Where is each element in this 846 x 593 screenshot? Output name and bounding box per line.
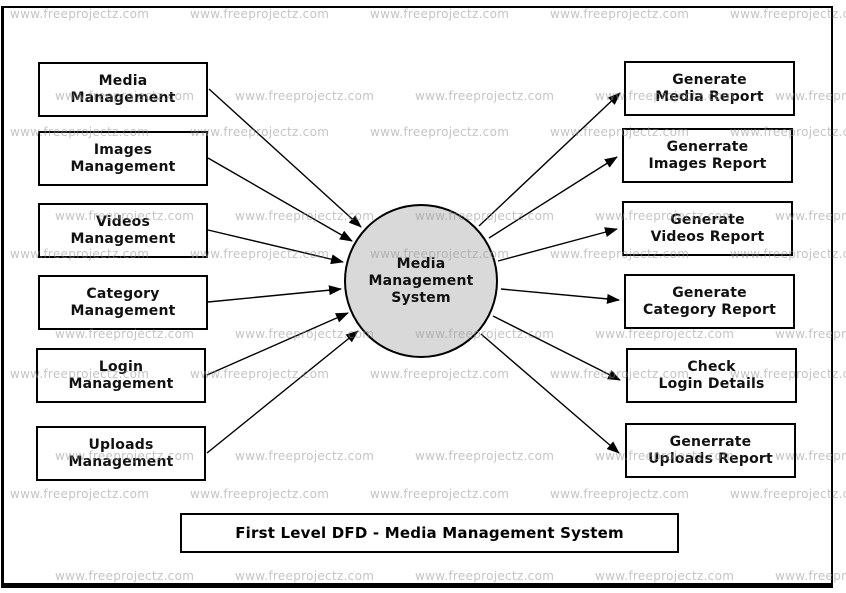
- entity-label: Generate Videos Report: [650, 211, 765, 245]
- entity-uploads-management: Uploads Management: [36, 426, 206, 481]
- entity-label: Media Management: [70, 72, 176, 106]
- entity-images-management: Images Management: [38, 131, 208, 186]
- entity-label: Check Login Details: [658, 358, 765, 392]
- diagram-border-frame: [1, 6, 833, 588]
- entity-label: Category Management: [70, 285, 176, 319]
- entity-videos-management: Videos Management: [38, 203, 208, 258]
- entity-label: Generrate Uploads Report: [648, 433, 773, 467]
- entity-label: Generate Category Report: [643, 284, 776, 318]
- diagram-title-box: First Level DFD - Media Management Syste…: [180, 513, 679, 553]
- diagram-title: First Level DFD - Media Management Syste…: [235, 524, 624, 542]
- entity-label: Uploads Management: [68, 436, 174, 470]
- entity-generrate-uploads-report: Generrate Uploads Report: [625, 423, 796, 478]
- process-label: Media Management System: [368, 255, 474, 306]
- entity-label: Generate Media Report: [655, 71, 764, 105]
- entity-label: Generrate Images Report: [648, 138, 767, 172]
- entity-label: Videos Management: [70, 213, 176, 247]
- process-media-management-system: Media Management System: [344, 204, 498, 358]
- entity-label: Login Management: [68, 358, 174, 392]
- entity-generate-media-report: Generate Media Report: [624, 61, 795, 116]
- entity-login-management: Login Management: [36, 348, 206, 403]
- entity-check-login-details: Check Login Details: [626, 348, 797, 403]
- entity-media-management: Media Management: [38, 62, 208, 117]
- entity-label: Images Management: [70, 141, 176, 175]
- entity-generate-category-report: Generate Category Report: [624, 274, 795, 329]
- entity-generate-videos-report: Generate Videos Report: [622, 201, 793, 256]
- entity-generrate-images-report: Generrate Images Report: [622, 128, 793, 183]
- entity-category-management: Category Management: [38, 275, 208, 330]
